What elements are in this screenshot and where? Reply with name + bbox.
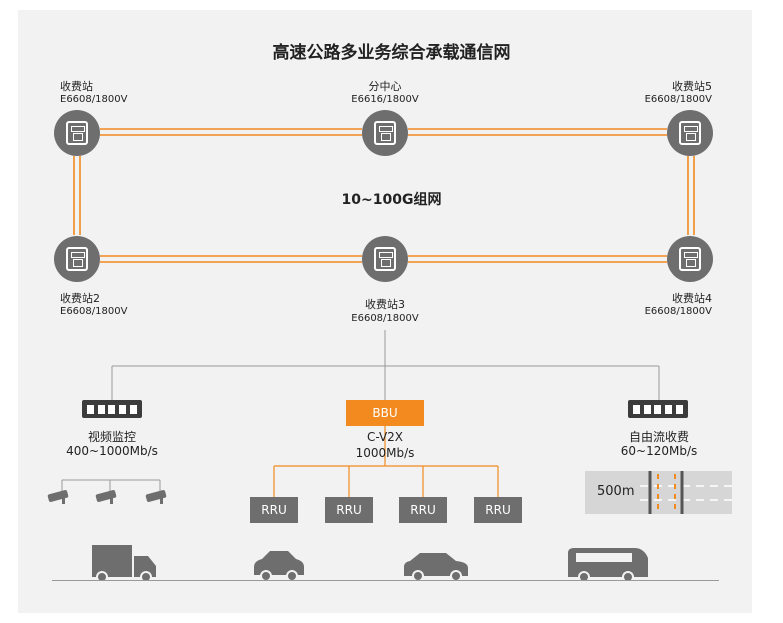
ring-label: 10~100G组网 xyxy=(341,192,442,208)
router-icon xyxy=(362,110,408,156)
router-icon xyxy=(54,236,100,282)
road-distance-label: 500m xyxy=(597,484,635,499)
node-name: 收费站3 xyxy=(365,298,405,311)
road-markings xyxy=(640,471,732,514)
aggregation-links xyxy=(111,330,660,400)
node-name: 收费站2 xyxy=(60,292,100,305)
camera-icon xyxy=(145,489,167,504)
cameras xyxy=(47,489,167,504)
camera-links xyxy=(61,479,161,492)
camera-icon xyxy=(47,489,69,504)
node-name: 收费站5 xyxy=(672,80,712,93)
rru-box: RRU xyxy=(474,497,522,523)
truck-icon xyxy=(92,545,156,583)
node-model: E6616/1800V xyxy=(351,94,419,105)
node-name: 分中心 xyxy=(368,80,402,93)
node-model: E6608/1800V xyxy=(351,313,419,324)
service-name: 自由流收费 xyxy=(628,430,690,444)
camera-icon xyxy=(95,489,117,504)
service-rate: 1000Mb/s xyxy=(355,446,415,460)
sedan-icon xyxy=(404,553,468,582)
service-rate: 60~120Mb/s xyxy=(620,444,698,458)
router-icon xyxy=(362,236,408,282)
switch-icon xyxy=(82,400,142,418)
service-name: 视频监控 xyxy=(87,430,137,444)
ground-line xyxy=(52,580,719,581)
rru-box: RRU xyxy=(325,497,373,523)
diagram-title: 高速公路多业务综合承载通信网 xyxy=(272,43,511,63)
service-rate: 400~1000Mb/s xyxy=(66,444,158,458)
bus-icon xyxy=(568,548,648,583)
ring-links xyxy=(73,128,695,263)
rru-box: RRU xyxy=(399,497,447,523)
router-icon xyxy=(667,236,713,282)
router-icon xyxy=(667,110,713,156)
service-name: C-V2X xyxy=(366,430,404,444)
node-name: 收费站4 xyxy=(672,292,712,305)
switch-icon xyxy=(628,400,688,418)
node-model: E6608/1800V xyxy=(60,94,128,105)
node-model: E6608/1800V xyxy=(644,94,712,105)
node-name: 收费站 xyxy=(60,80,93,93)
bbu-box: BBU xyxy=(346,400,424,426)
rru-box: RRU xyxy=(250,497,298,523)
router-icon xyxy=(54,110,100,156)
vehicles xyxy=(92,545,648,583)
node-model: E6608/1800V xyxy=(60,306,128,317)
car-icon xyxy=(254,551,304,582)
node-model: E6608/1800V xyxy=(644,306,712,317)
rru-links xyxy=(273,426,499,497)
